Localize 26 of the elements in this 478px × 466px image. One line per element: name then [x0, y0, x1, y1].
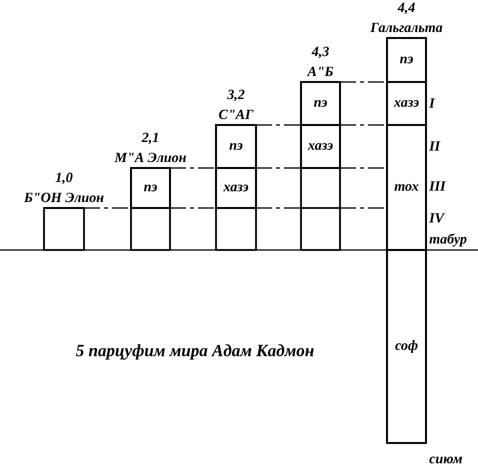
node-label: А"Б: [306, 66, 334, 76]
level-label: сиюм: [429, 456, 462, 464]
segment-box: пэ: [386, 37, 427, 83]
node-label: М"А Элион: [114, 152, 186, 162]
node-label: 4,4: [398, 2, 415, 14]
node-label: 3,2: [227, 90, 244, 102]
node-label: 1,0: [56, 172, 73, 184]
node-label: 2,1: [142, 132, 158, 144]
segment-box: хазэ: [215, 167, 257, 209]
segment-box: хазэ: [386, 81, 427, 126]
segment-box: тох: [386, 124, 427, 251]
segment-box: хазэ: [300, 124, 341, 169]
level-label: табур: [429, 233, 466, 247]
node-label: Гальгальта: [370, 22, 442, 32]
level-label: IV: [429, 213, 445, 223]
segment-box: пэ: [215, 124, 257, 169]
node-label: Б"ОН Элион: [24, 192, 104, 202]
node-label: С"АГ: [219, 110, 254, 120]
title: 5 парцуфим мира Адам Кадмон: [76, 344, 314, 360]
level-label: I: [429, 98, 436, 108]
partzuf-column: 1,0 Б"ОН Элион: [24, 172, 104, 251]
node-label: 4,3: [312, 46, 329, 58]
segment-box: пэ: [130, 167, 171, 209]
segment-box: соф: [386, 249, 427, 444]
level-label: II: [429, 141, 440, 151]
segment-box: пэ: [300, 81, 341, 126]
